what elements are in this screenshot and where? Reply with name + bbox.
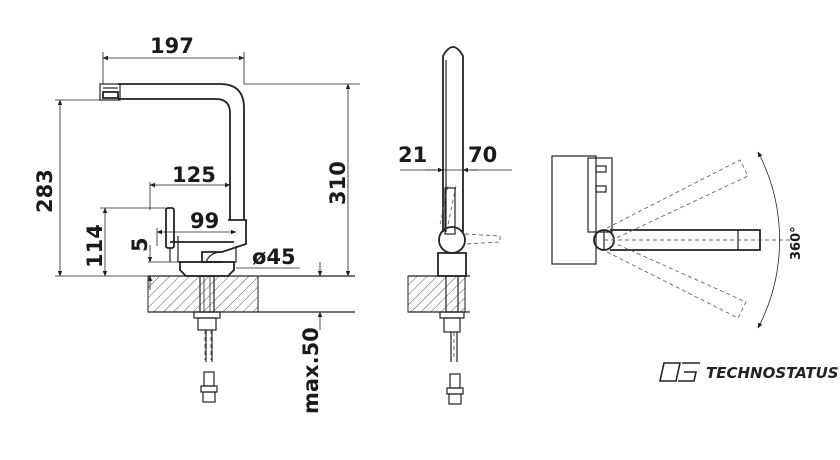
dim-height-total: 310 [326,161,350,205]
dim-base-reach: 99 [190,209,219,233]
technostatus-logo: TECHNOSTATUS [659,362,839,382]
dim-lever-height: 114 [83,224,107,268]
faucet-base [179,261,235,277]
faucet-body-front [438,226,466,254]
dim-height-outlet: 283 [33,169,57,213]
worktop-section-front [407,275,466,313]
spout-front [442,46,464,232]
dim-worktop: max.50 [299,327,323,414]
spout [102,91,119,99]
front-view: 21 70 [398,46,512,405]
dim-front-left: 21 [398,143,427,167]
worktop-section [147,275,259,313]
dim-rotation: 360° [789,226,804,260]
logo-text: TECHNOSTATUS [706,364,839,382]
dim-handle-reach: 125 [172,163,216,187]
top-view: 360° [551,151,804,329]
dim-front-right: 70 [468,143,497,167]
side-view: 197 310 283 125 99 114 5 ø45 m [33,34,360,414]
dim-reach: 197 [150,34,194,58]
dim-base-diameter: ø45 [252,245,296,269]
dim-base-height: 5 [128,237,152,252]
lever-top [587,157,613,233]
sink-outline [551,155,597,265]
